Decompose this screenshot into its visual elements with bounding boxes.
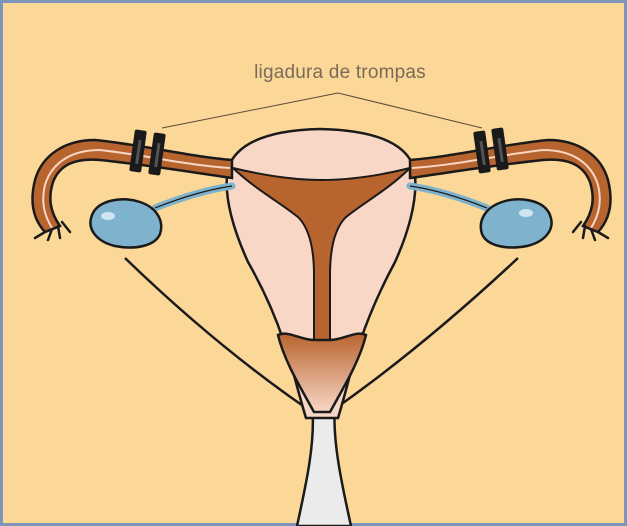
left-ovary bbox=[90, 199, 161, 247]
ligation-label: ligadura de trompas bbox=[150, 62, 530, 84]
left-ovary-highlight bbox=[101, 212, 115, 220]
right-ovary bbox=[481, 199, 552, 247]
right-ovary-highlight bbox=[519, 209, 533, 217]
